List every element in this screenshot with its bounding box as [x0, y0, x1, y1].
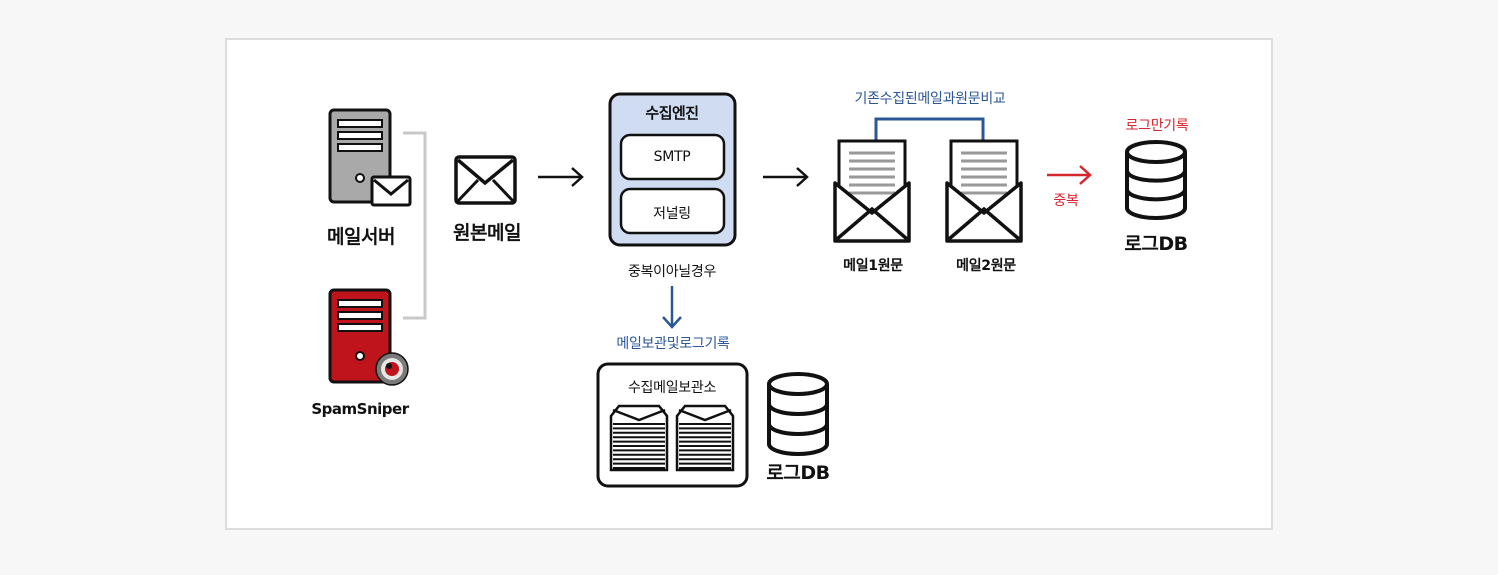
log-db-label: 로그DB: [1124, 233, 1188, 255]
mail1-original-label: 메일1원문: [843, 258, 903, 274]
mail-server-label: 메일서버: [327, 226, 395, 248]
database-icon: [767, 372, 829, 456]
smtp-label: SMTP: [653, 149, 691, 165]
compare-title: 기존수집된메일과원문비교: [854, 91, 1006, 107]
compare-bracket: [874, 117, 985, 141]
mail-stack-icon: [675, 404, 735, 472]
storage-title: 수집메일보관소: [627, 380, 717, 396]
database-icon: [1125, 140, 1187, 220]
original-mail-label: 원본메일: [453, 222, 521, 244]
arrow-right-icon: [538, 167, 584, 187]
envelope-icon: [454, 155, 517, 205]
arrow-down-icon: [662, 286, 682, 329]
engine-title: 수집엔진: [645, 104, 699, 122]
mail-server-icon: [328, 108, 412, 207]
spamsniper-server-icon: [328, 288, 409, 386]
log-only-label: 로그만기록: [1125, 118, 1189, 134]
small-envelope-icon: [370, 175, 412, 207]
server-connector: [403, 131, 427, 320]
diagram-panel: [225, 38, 1273, 530]
mail-stack-icon: [609, 404, 669, 472]
collection-engine-box: [608, 92, 737, 247]
mail2-original-label: 메일2원문: [956, 258, 1016, 274]
spamsniper-label: SpamSniper: [311, 400, 409, 418]
open-mail-icon: [945, 139, 1023, 243]
duplicate-arrow-icon: [1047, 165, 1092, 185]
journaling-label: 저널링: [653, 206, 691, 222]
log-db-label: 로그DB: [766, 462, 830, 484]
open-mail-icon: [833, 139, 911, 243]
not-duplicate-label: 중복이아닐경우: [627, 264, 717, 280]
arrow-right-icon: [763, 167, 809, 187]
duplicate-label: 중복: [1053, 193, 1079, 209]
store-and-log-label: 메일보관및로그기록: [616, 336, 730, 352]
